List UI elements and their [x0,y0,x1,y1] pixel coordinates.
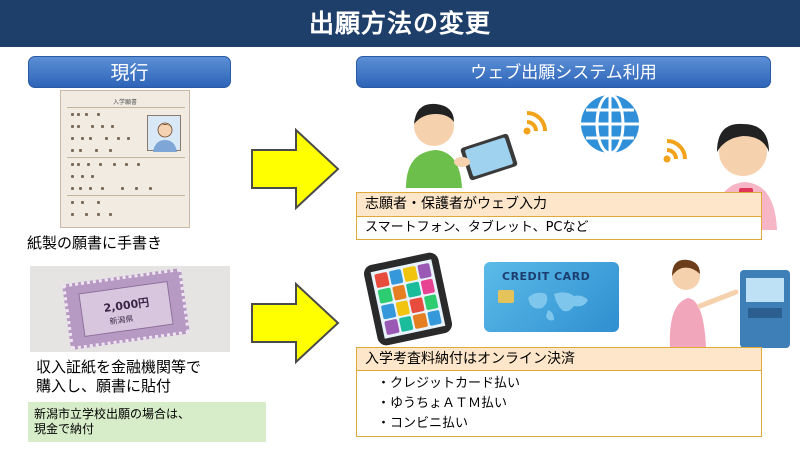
smartphone-icon [362,250,454,348]
web-input-heading: 志願者・保護者がウェブ入力 [357,193,761,217]
page-title: 出願方法の変更 [308,9,491,38]
card-chip-icon [498,290,514,303]
payment-method-item: ゆうちょＡＴＭ払い [377,394,761,414]
payment-method-item: クレジットカード払い [377,374,761,394]
wifi-icon [663,139,687,163]
web-input-box: 志願者・保護者がウェブ入力 スマートフォン、タブレット、PCなど [356,192,762,240]
revenue-stamp-caption-line1: 収入証紙を金融機関等で [36,358,202,376]
stamp-prefecture: 新潟県 [109,314,135,327]
note-line1: 新潟市立学校出願の場合は、 [34,407,191,421]
person-using-tablet-icon [406,103,518,188]
woman-at-atm-icon [669,259,790,348]
web-application-label: ウェブ出願システム利用 [356,56,771,88]
niigata-city-note: 新潟市立学校出願の場合は、 現金で納付 [28,402,266,442]
wifi-icon [523,111,547,135]
online-payment-box: 入学考査料納付はオンライン決済 クレジットカード払い ゆうちょＡＴＭ払い コンビ… [356,347,762,437]
world-map-icon [528,292,588,321]
right-arrow-icon [251,282,340,364]
payment-method-item: コンビニ払い [377,414,761,434]
note-line2: 現金で納付 [34,422,95,436]
title-bar: 出願方法の変更 [0,0,800,47]
applicant-photo-icon [147,115,181,152]
handwritten-form-caption: 紙製の願書に手書き [27,234,163,252]
credit-card-icon: CREDIT CARD [484,262,619,332]
form-title: 入学願書 [112,99,137,106]
current-method-label: 現行 [28,56,231,88]
paper-application-form: 入学願書 [60,90,190,228]
online-payment-heading: 入学考査料納付はオンライン決済 [357,348,761,371]
stamp-amount: 2,000円 [102,295,150,316]
right-arrow-icon [251,128,340,210]
globe-icon [581,93,639,155]
web-input-devices: スマートフォン、タブレット、PCなど [365,220,589,235]
revenue-stamp-caption-line2: 購入し、願書に貼付 [36,377,172,395]
credit-card-label: CREDIT CARD [502,270,591,283]
revenue-stamp-caption: 収入証紙を金融機関等で 購入し、願書に貼付 [36,358,201,396]
payment-methods-list: クレジットカード払い ゆうちょＡＴＭ払い コンビニ払い [357,371,761,434]
